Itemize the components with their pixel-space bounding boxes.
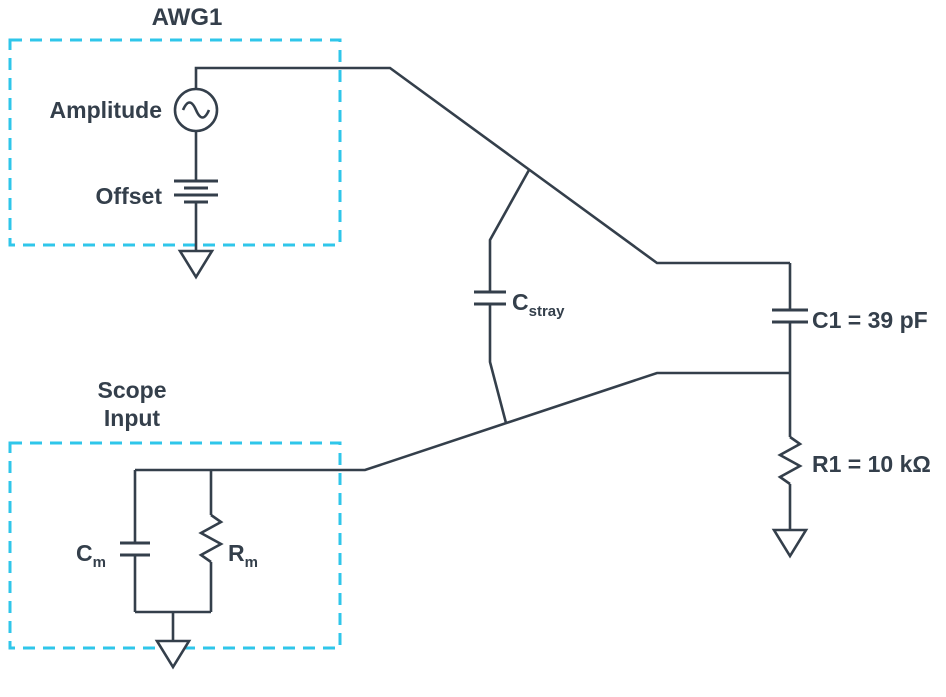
scope-title-line2: Input (104, 405, 161, 431)
scope-ground-icon (154, 639, 192, 670)
awg-ground-icon (177, 249, 215, 280)
awg1-block: AWG1 Amplitude Offset (8, 4, 342, 280)
battery-icon (174, 179, 218, 204)
r1-resistor-icon (777, 435, 803, 486)
cstray-bottom-wire (488, 304, 508, 424)
rm-label-main: R (228, 540, 245, 566)
awg-output-wire (194, 66, 790, 265)
scope-input-block: Scope Input Cm Rm (8, 377, 342, 670)
rm-resistor-icon (198, 513, 224, 564)
cm-label-sub: m (93, 554, 106, 571)
cstray-top-wire (488, 169, 531, 292)
awg1-title: AWG1 (152, 4, 223, 31)
r1-label: R1 = 10 kΩ (812, 451, 931, 477)
cm-label: Cm (76, 540, 106, 571)
scope-title-line1: Scope (97, 377, 166, 403)
cstray-label-sub: stray (529, 303, 566, 320)
rm-label: Rm (228, 540, 258, 571)
awg1-dashed-box (8, 38, 342, 247)
rm-label-sub: m (245, 554, 258, 571)
scope-dashed-box (8, 441, 342, 650)
cm-label-main: C (76, 540, 93, 566)
scope-input-wire (135, 371, 790, 472)
offset-label: Offset (96, 183, 163, 209)
amplitude-label: Amplitude (50, 97, 162, 123)
cstray-label: Cstray (512, 289, 565, 320)
c1-r1-branch: C1 = 39 pF R1 = 10 kΩ (771, 263, 931, 559)
c1-label: C1 = 39 pF (812, 307, 928, 333)
cstray-capacitor: Cstray (474, 169, 565, 424)
cstray-label-main: C (512, 289, 529, 315)
sine-wave-icon (181, 101, 211, 119)
r1-ground-icon (771, 528, 809, 559)
